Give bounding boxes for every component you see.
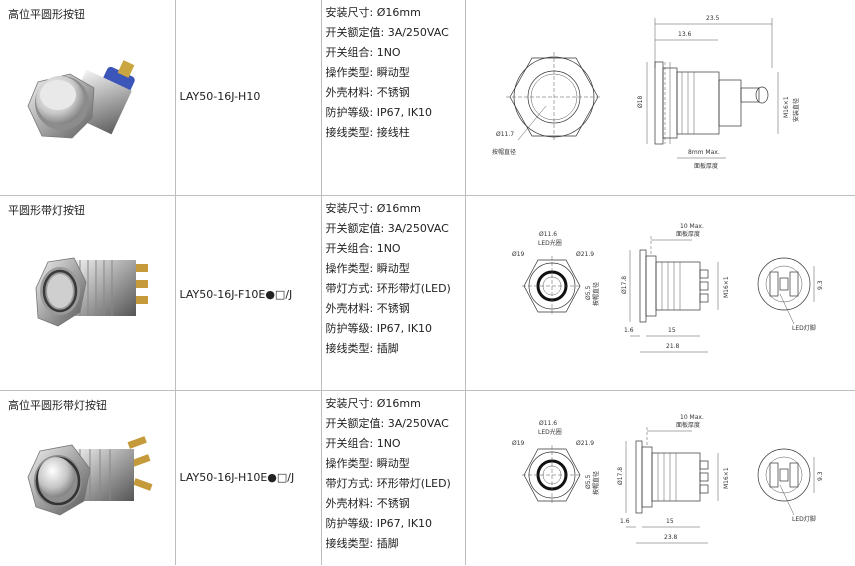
dim-d5-5: Ø5.5 [585,474,592,488]
model-number: LAY50-16J-H10 [180,90,261,103]
dim-d19: Ø19 [512,440,525,447]
spec-item: 外壳材料: 不锈钢 [326,494,465,514]
dim-total-length: 23.5 [706,15,720,22]
dim-led-ring: LED光圈 [538,239,562,247]
product-cell: 平圆形带灯按钮 [0,195,175,390]
drawing-cell: Ø19 Ø11.6 LED光圈 Ø21.9 Ø5.5 按帽直径 10 [465,195,855,390]
spec-item: 外壳材料: 不锈钢 [326,299,465,319]
technical-drawing: Ø11.7 按帽直径 23.5 13.6 [466,0,855,195]
dim-cap-diameter: Ø11.7 [496,131,514,138]
model-number: LAY50-16J-H10E●□/J [180,471,295,484]
spec-item: 接线类型: 接线柱 [326,123,465,143]
dim-panel-max: 8mm Max. [688,149,720,156]
dim-led-lamp: LED灯脚 [792,324,816,332]
dim-cap-label: 按帽直径 [592,470,600,494]
spec-cell: 安装尺寸: Ø16mm 开关额定值: 3A/250VAC 开关组合: 1NO 操… [321,390,465,565]
spec-item: 接线类型: 插脚 [326,339,465,359]
dim-d21-9: Ø21.9 [576,440,594,447]
spec-item: 安装尺寸: Ø16mm [326,199,465,219]
spec-item: 开关组合: 1NO [326,434,465,454]
spec-item: 安装尺寸: Ø16mm [326,3,465,23]
dim-panel-max: 10 Max. [680,223,704,230]
model-number: LAY50-16J-F10E●□/J [180,288,293,301]
dim-l15: 15 [668,327,676,334]
spec-item: 开关额定值: 3A/250VAC [326,414,465,434]
dim-panel-label: 面板厚度 [676,230,700,238]
dim-led-lamp: LED灯脚 [792,515,816,523]
spec-item: 防护等级: IP67, IK10 [326,514,465,534]
dim-d19: Ø19 [512,251,525,258]
dim-panel-max: 10 Max. [680,414,704,421]
product-cell: 高位平圆形带灯按钮 [0,390,175,565]
dim-d17-8: Ø17.8 [617,466,624,484]
spec-item: 带灯方式: 环形带灯(LED) [326,279,465,299]
model-cell: LAY50-16J-F10E●□/J [175,195,321,390]
dim-d17-8: Ø17.8 [621,275,628,293]
dim-d11-6: Ø11.6 [539,420,557,427]
spec-item: 开关额定值: 3A/250VAC [326,23,465,43]
table-row: 高位平圆形按钮 LAY50-16J-H10 安装尺寸: Ø16mm [0,0,855,195]
spec-item: 操作类型: 瞬动型 [326,63,465,83]
product-name: 平圆形带灯按钮 [0,196,175,218]
dim-d11-6: Ø11.6 [539,231,557,238]
model-cell: LAY50-16J-H10E●□/J [175,390,321,565]
spec-item: 操作类型: 瞬动型 [326,259,465,279]
table-row: 高位平圆形带灯按钮 LAY50-16J-H1 [0,390,855,565]
dim-d21-9: Ø21.9 [576,251,594,258]
spec-cell: 安装尺寸: Ø16mm 开关额定值: 3A/250VAC 开关组合: 1NO 操… [321,0,465,195]
dim-w9-3: 9.3 [817,280,824,290]
dim-total-length: 21.8 [666,343,680,350]
dim-l1-6: 1.6 [620,518,630,525]
dim-thread: M16×1 [723,467,730,489]
product-name: 高位平圆形带灯按钮 [0,391,175,413]
dim-cap-label: 按帽直径 [592,281,600,305]
product-cell: 高位平圆形按钮 [0,0,175,195]
dim-thread: M16×1 [723,276,730,298]
spec-list: 安装尺寸: Ø16mm 开关额定值: 3A/250VAC 开关组合: 1NO 操… [322,391,465,554]
spec-list: 安装尺寸: Ø16mm 开关额定值: 3A/250VAC 开关组合: 1NO 操… [322,0,465,143]
spec-item: 防护等级: IP67, IK10 [326,103,465,123]
dim-total-length: 23.8 [664,534,678,541]
spec-item: 开关组合: 1NO [326,239,465,259]
spec-item: 带灯方式: 环形带灯(LED) [326,474,465,494]
product-name: 高位平圆形按钮 [0,0,175,22]
drawing-cell: Ø19 Ø11.6 LED光圈 Ø21.9 Ø5.5 按帽直径 10 [465,390,855,565]
dim-panel-label: 面板厚度 [676,421,700,429]
button-photo [14,48,162,158]
dim-mount-label: 安装直径 [792,98,800,122]
button-photo [14,421,162,531]
spec-item: 操作类型: 瞬动型 [326,454,465,474]
model-cell: LAY50-16J-H10 [175,0,321,195]
dim-body-length: 13.6 [678,31,692,38]
drawing-cell: Ø11.7 按帽直径 23.5 13.6 [465,0,855,195]
spec-item: 开关额定值: 3A/250VAC [326,219,465,239]
dim-l1-6: 1.6 [624,327,634,334]
technical-drawing: Ø19 Ø11.6 LED光圈 Ø21.9 Ø5.5 按帽直径 10 [466,391,855,566]
spec-list: 安装尺寸: Ø16mm 开关额定值: 3A/250VAC 开关组合: 1NO 操… [322,196,465,359]
dim-cap-label: 按帽直径 [492,148,516,156]
dim-thread: M16×1 [783,96,790,118]
dim-led-ring: LED光圈 [538,428,562,436]
spec-item: 外壳材料: 不锈钢 [326,83,465,103]
spec-cell: 安装尺寸: Ø16mm 开关额定值: 3A/250VAC 开关组合: 1NO 操… [321,195,465,390]
technical-drawing: Ø19 Ø11.6 LED光圈 Ø21.9 Ø5.5 按帽直径 10 [466,196,855,391]
dim-outer-diameter: Ø18 [637,95,644,108]
button-photo [14,238,162,348]
spec-item: 防护等级: IP67, IK10 [326,319,465,339]
dim-w9-3: 9.3 [817,471,824,481]
dim-panel-label: 面板厚度 [694,162,718,170]
dim-l15: 15 [666,518,674,525]
spec-item: 安装尺寸: Ø16mm [326,394,465,414]
spec-item: 接线类型: 插脚 [326,534,465,554]
table-row: 平圆形带灯按钮 LAY50-16J-F10E●□ [0,195,855,390]
spec-item: 开关组合: 1NO [326,43,465,63]
dim-d5-5: Ø5.5 [585,285,592,299]
